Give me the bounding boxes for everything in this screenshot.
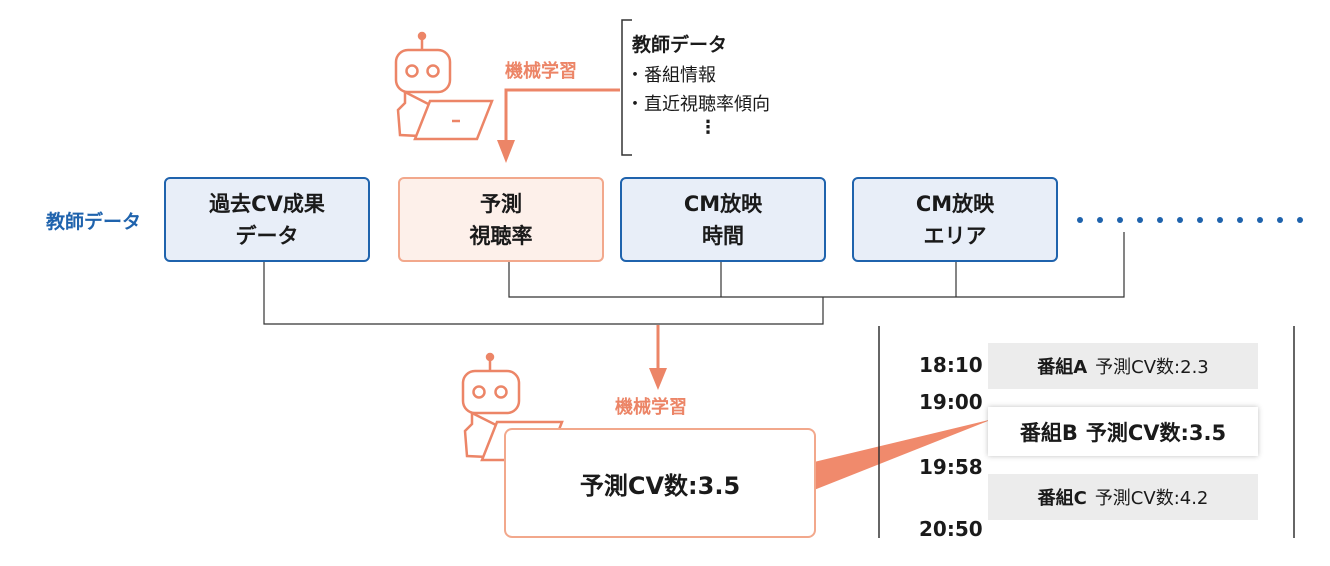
callout-wedge	[814, 419, 993, 490]
feature-box-line1: 予測	[480, 191, 522, 216]
feature-box-past-cv: 過去CV成果 データ	[164, 177, 370, 262]
teacher-data-bracket	[621, 19, 632, 156]
program-prediction: 予測CV数:3.5	[1085, 420, 1227, 445]
feature-box-cm-time: CM放映 時間	[620, 177, 826, 262]
program-prediction: 予測CV数:2.3	[1095, 357, 1209, 378]
program-row-b: 番組B 予測CV数:3.5	[988, 407, 1258, 456]
bottom-ml-arrowhead	[649, 368, 667, 390]
laptop-icon	[413, 99, 494, 141]
time-label: 19:00	[919, 390, 983, 414]
feature-box-line1: CM放映	[915, 191, 995, 216]
program-name: 番組B	[1019, 420, 1078, 445]
teacher-data-title: 教師データ	[632, 34, 728, 56]
ml-label-top: 機械学習	[505, 61, 577, 82]
program-name: 番組C	[1037, 488, 1087, 509]
teacher-side-label: 教師データ	[46, 211, 142, 233]
teacher-data-ellipsis: ⋮	[699, 117, 717, 138]
ml-label-bottom: 機械学習	[615, 397, 687, 418]
feature-box-line2: 視聴率	[469, 223, 533, 248]
continuation-dots	[1077, 217, 1303, 223]
top-ml-arrow-line	[504, 88, 620, 140]
feature-box-line2: データ	[235, 223, 299, 248]
inner-bracket	[508, 232, 1125, 298]
feature-box-predicted-rating: 予測 視聴率	[398, 177, 604, 262]
program-row-c: 番組C 予測CV数:4.2	[988, 474, 1258, 520]
program-prediction: 予測CV数:4.2	[1094, 488, 1209, 509]
program-row-a: 番組A 予測CV数:2.3	[988, 343, 1258, 389]
top-ml-arrowhead	[497, 140, 515, 163]
feature-box-line2: エリア	[923, 223, 987, 248]
result-text: 予測CV数:3.5	[579, 471, 741, 500]
feature-box-line2: 時間	[702, 223, 744, 248]
feature-box-line1: CM放映	[683, 191, 763, 216]
feature-box-line1: 過去CV成果	[209, 191, 325, 216]
outer-bracket	[263, 262, 824, 325]
teacher-data-item: ・番組情報	[626, 65, 716, 86]
feature-box-cm-area: CM放映 エリア	[852, 177, 1058, 262]
program-name: 番組A	[1037, 357, 1088, 378]
time-label: 18:10	[919, 353, 983, 377]
teacher-data-item: ・直近視聴率傾向	[626, 94, 770, 115]
time-label: 20:50	[919, 517, 983, 541]
robot-icon	[394, 31, 452, 139]
time-label: 19:58	[919, 455, 983, 479]
result-box: 予測CV数:3.5	[504, 428, 816, 538]
